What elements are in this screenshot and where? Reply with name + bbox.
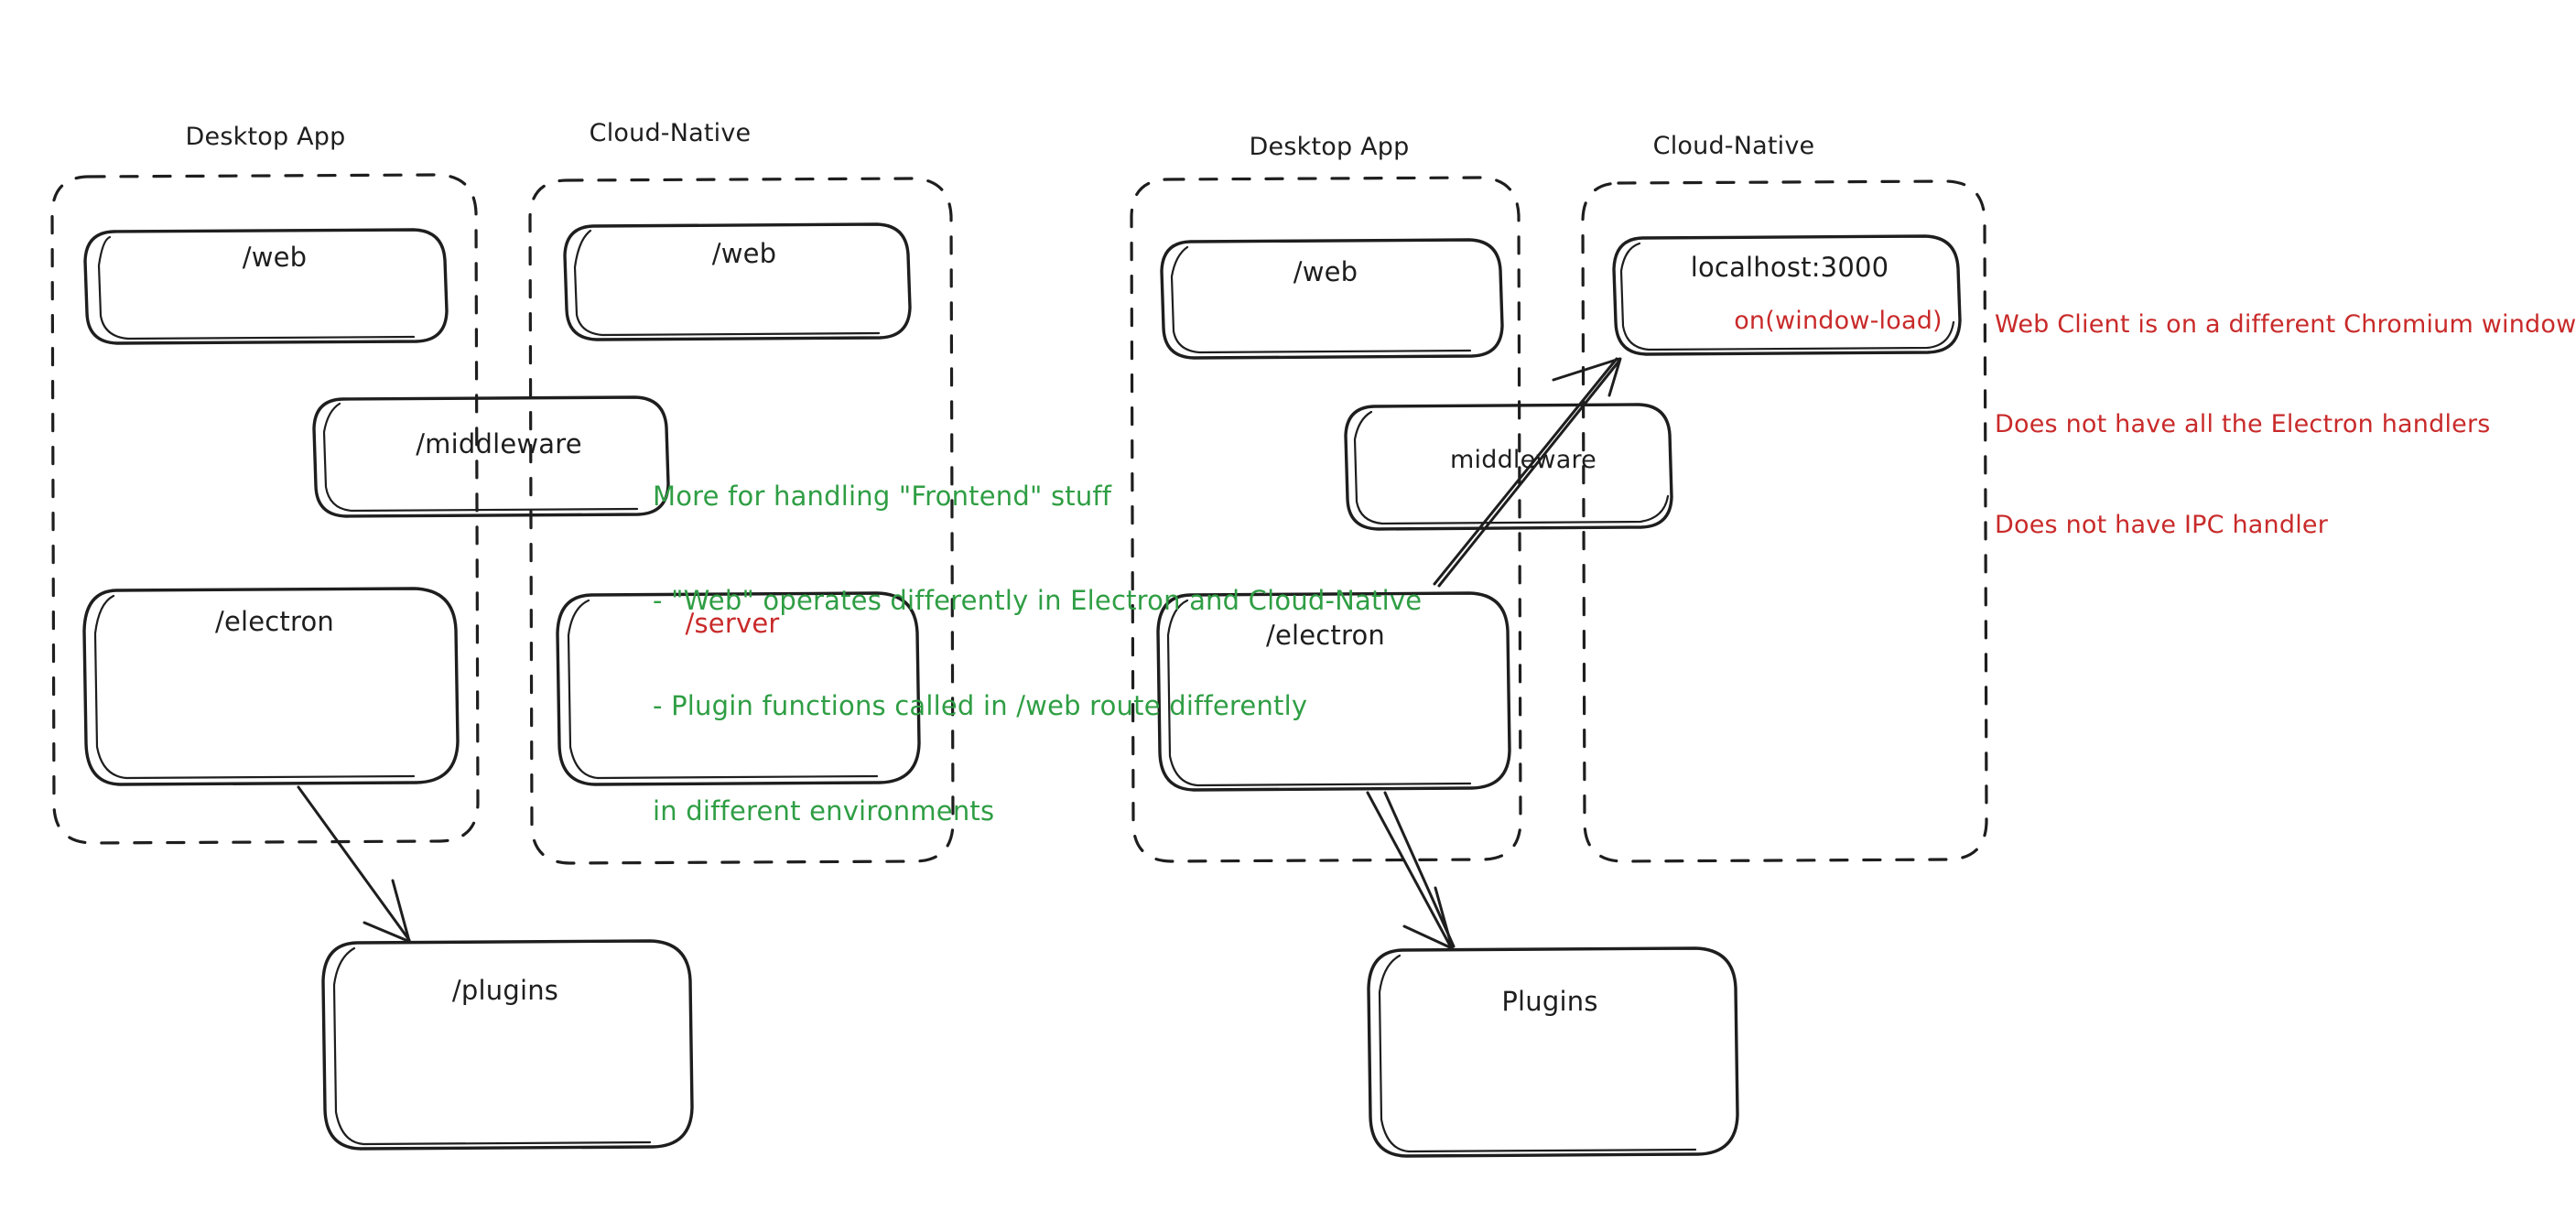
right-electron-to-plugins-arrow bbox=[1366, 791, 1456, 950]
left-web-label-cloud: /web bbox=[711, 238, 777, 269]
right-group-title-cloud-native: Cloud-Native bbox=[1652, 132, 1815, 160]
left-web-label-desktop: /web bbox=[242, 242, 308, 273]
green-note-line-3: - Plugin functions called in /web route … bbox=[653, 690, 1308, 722]
left-web-box-desktop bbox=[83, 228, 449, 345]
right-middleware-label: middleware bbox=[1450, 446, 1596, 474]
right-plugins-box bbox=[1367, 946, 1739, 1158]
left-group-title-desktop-app: Desktop App bbox=[185, 123, 346, 151]
left-electron-label: /electron bbox=[214, 606, 335, 637]
right-middleware-box bbox=[1344, 403, 1673, 531]
left-desktop-app-container bbox=[50, 173, 480, 845]
right-localhost-sublabel: on(window-load) bbox=[1734, 307, 1943, 335]
green-note-line-4: in different environments bbox=[653, 794, 995, 827]
left-server-label: /server bbox=[685, 608, 780, 639]
red-note-line-2: Does not have all the Electron handlers bbox=[1995, 410, 2491, 439]
right-electron-box bbox=[1156, 591, 1511, 792]
left-server-box bbox=[556, 591, 921, 786]
red-annotation-note: Web Client is on a different Chromium wi… bbox=[1995, 242, 2576, 609]
green-annotation-note: More for handling "Frontend" stuff - "We… bbox=[653, 408, 1422, 899]
left-middleware-label: /middleware bbox=[416, 428, 582, 459]
right-cloud-native-container bbox=[1581, 179, 1988, 863]
left-plugins-box bbox=[321, 939, 694, 1151]
right-web-box bbox=[1160, 238, 1504, 360]
right-plugins-label: Plugins bbox=[1501, 986, 1598, 1017]
red-note-line-1: Web Client is on a different Chromium wi… bbox=[1995, 309, 2576, 339]
red-note-line-3: Does not have IPC handler bbox=[1995, 510, 2329, 539]
left-electron-box bbox=[82, 587, 460, 786]
right-electron-to-localhost-arrow bbox=[1433, 357, 1622, 588]
right-web-label: /web bbox=[1293, 256, 1358, 287]
left-plugins-label: /plugins bbox=[451, 975, 559, 1006]
green-note-line-2: - "Web" operates differently in Electron… bbox=[653, 585, 1423, 617]
right-localhost-label: localhost:3000 bbox=[1690, 252, 1889, 283]
left-web-box-cloud bbox=[563, 222, 912, 341]
left-group-title-cloud-native: Cloud-Native bbox=[589, 119, 752, 147]
left-electron-to-plugins-arrow bbox=[297, 785, 412, 944]
right-electron-label: /electron bbox=[1265, 620, 1386, 651]
right-localhost-box bbox=[1612, 234, 1962, 356]
green-note-line-1: More for handling "Frontend" stuff bbox=[653, 480, 1112, 512]
right-group-title-desktop-app: Desktop App bbox=[1249, 133, 1410, 161]
left-middleware-box bbox=[312, 395, 670, 518]
